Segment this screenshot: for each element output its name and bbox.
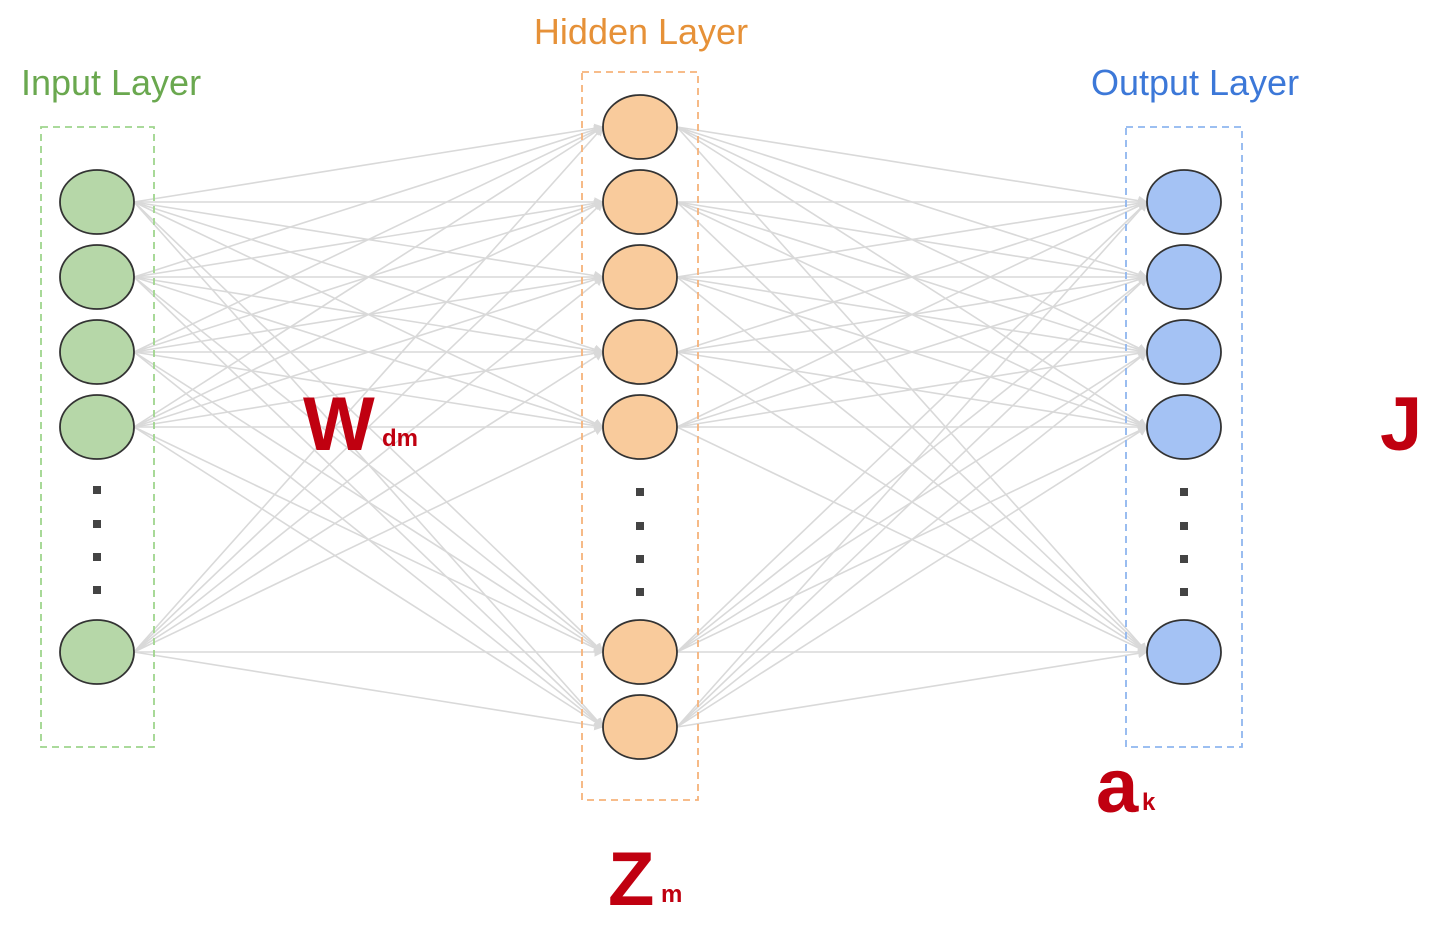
input-hidden-edge-4-2 [133,201,604,428]
hidden-node-2 [602,169,678,235]
input-node-2 [59,244,135,310]
hidden-output-edge-5-3 [676,348,1148,428]
hidden-ellipsis-dot-2 [636,522,644,530]
input-ellipsis-dot-4 [93,586,101,594]
weights-symbol-subscript: dm [382,425,418,452]
hidden-node-3 [602,244,678,310]
output-node-1 [1146,169,1222,235]
hidden-node-6 [602,619,678,685]
hidden-activation-symbol-subscript: m [661,881,682,908]
hidden-activation-symbol-main: Z [608,837,654,922]
hidden-ellipsis-dot-4 [636,588,644,596]
input-hidden-edge-5-3 [133,276,604,653]
input-hidden-edge-5-1 [133,126,604,653]
output-activation-symbol-subscript: k [1142,789,1156,816]
input-hidden-edge-4-7 [133,426,604,728]
hidden-output-edge-7-2 [676,276,1148,728]
output-node-4 [1146,394,1222,460]
hidden-output-edge-4-1 [676,200,1148,353]
input-ellipsis-dot-1 [93,486,101,494]
input-layer-box [40,126,155,748]
hidden-output-edge-7-3 [676,351,1148,728]
output-ellipsis-dot-2 [1180,522,1188,530]
weights-symbol-main: W [303,382,375,467]
output-node-2 [1146,244,1222,310]
output-ellipsis-dot-1 [1180,488,1188,496]
output-layer-box [1125,126,1243,748]
input-ellipsis-dot-3 [93,553,101,561]
input-hidden-edge-4-3 [133,275,604,428]
hidden-output-edge-5-2 [676,275,1148,428]
hidden-output-edge-3-1 [676,198,1148,278]
output-ellipsis-dot-3 [1180,555,1188,563]
input-hidden-edge-5-7 [133,651,604,731]
hidden-node-7 [602,694,678,760]
hidden-node-1 [602,94,678,160]
input-node-1 [59,169,135,235]
output-layer-title: Output Layer [1091,62,1299,103]
hidden-output-edge-5-1 [676,201,1148,428]
input-hidden-edge-1-1 [133,123,604,203]
input-layer-title: Input Layer [21,62,201,103]
weights-symbol: W dm [303,382,418,467]
hidden-output-edge-1-1 [676,126,1148,206]
input-hidden-edge-5-4 [133,351,604,653]
network-nodes [59,94,1222,760]
hidden-node-5 [602,394,678,460]
cost-symbol: J [1380,382,1422,467]
input-hidden-edge-5-5 [133,426,604,653]
hidden-output-edge-7-5 [676,648,1148,728]
input-hidden-edge-2-1 [133,125,604,278]
input-hidden-edge-5-2 [133,201,604,653]
output-ellipsis-dot-4 [1180,588,1188,596]
hidden-ellipsis-dot-1 [636,488,644,496]
hidden-output-edge-6-1 [676,201,1148,653]
hidden-ellipsis-dot-3 [636,555,644,563]
hidden-output-edge-7-1 [676,201,1148,728]
hidden-layer-box [581,71,699,801]
hidden-output-edge-7-4 [676,426,1148,728]
output-node-3 [1146,319,1222,385]
output-activation-symbol: a k [1096,744,1156,829]
input-node-3 [59,319,135,385]
input-hidden-edge-4-1 [133,126,604,428]
hidden-activation-symbol: Z m [608,837,682,922]
hidden-node-4 [602,319,678,385]
output-activation-symbol-main: a [1096,744,1139,829]
connection-edges [133,123,1148,731]
output-node-5 [1146,619,1222,685]
input-hidden-edge-3-1 [133,126,604,353]
hidden-layer-title: Hidden Layer [534,11,748,52]
input-ellipsis-dot-2 [93,520,101,528]
input-node-4 [59,394,135,460]
ellipsis-dots [93,486,1188,596]
cost-symbol-main: J [1380,382,1422,467]
input-node-5 [59,619,135,685]
